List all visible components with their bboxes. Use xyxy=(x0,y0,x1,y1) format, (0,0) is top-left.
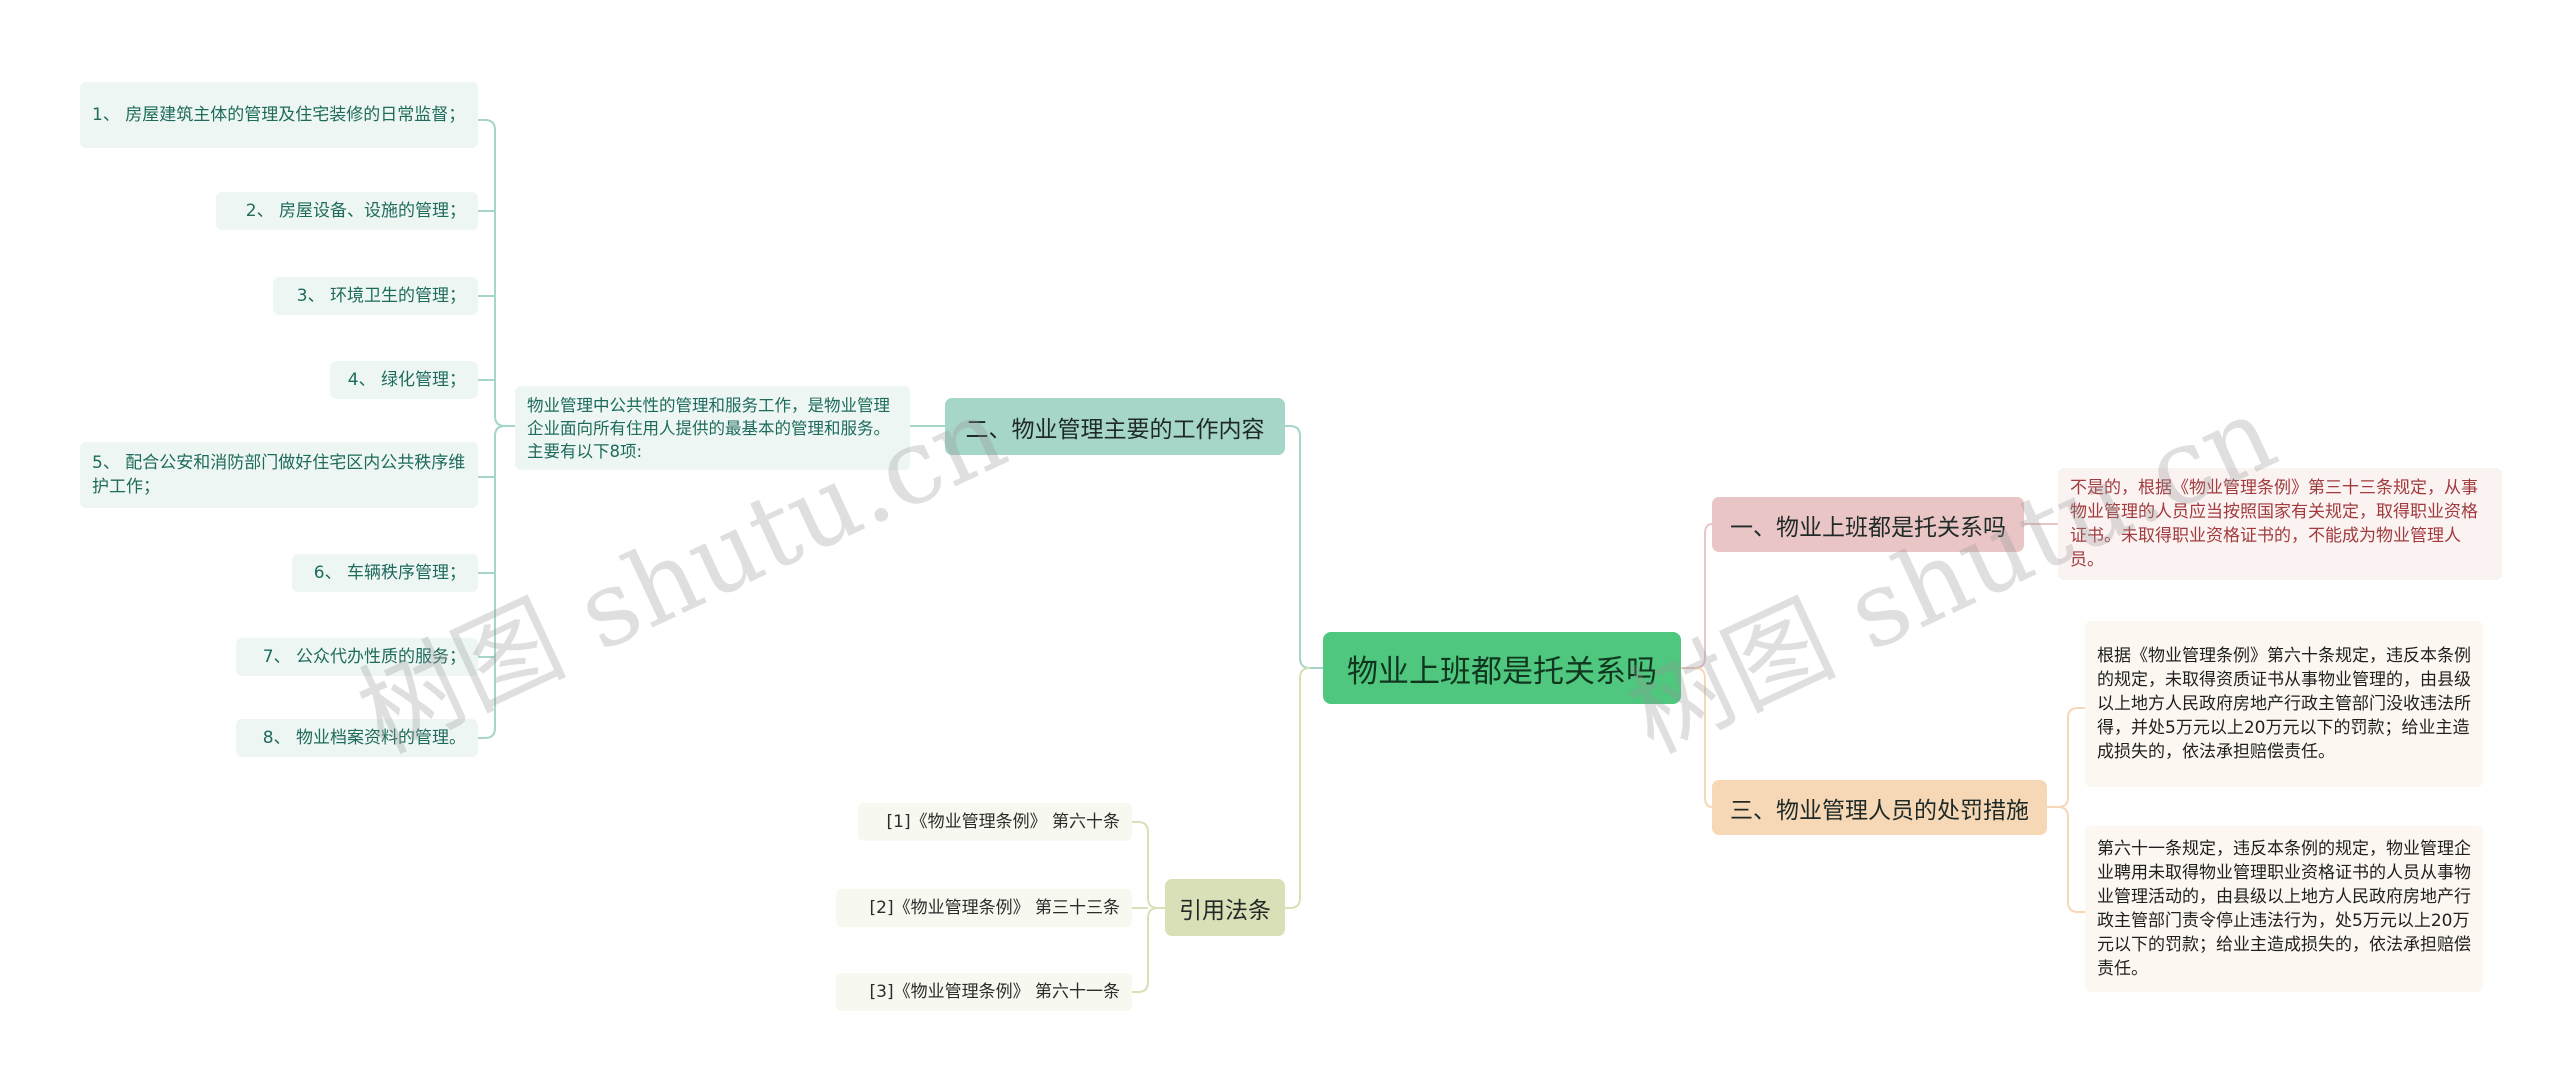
law-item-3[interactable]: [3]《物业管理条例》 第六十一条 xyxy=(836,973,1132,1011)
work-item-3-text: 3、 环境卫生的管理； xyxy=(296,286,466,306)
work-content-intro-text: 物业管理中公共性的管理和服务工作，是物业管理企业面向所有住用人提供的最基本的管理… xyxy=(527,395,890,461)
work-item-2[interactable]: 2、 房屋设备、设施的管理； xyxy=(216,192,478,230)
work-item-2-text: 2、 房屋设备、设施的管理； xyxy=(245,201,466,221)
law-item-2[interactable]: [2]《物业管理条例》 第三十三条 xyxy=(836,889,1132,927)
work-item-7[interactable]: 7、 公众代办性质的服务； xyxy=(236,638,478,676)
work-item-8-text: 8、 物业档案资料的管理。 xyxy=(262,728,466,748)
law-item-3-text: [3]《物业管理条例》 第六十一条 xyxy=(869,982,1120,1002)
branch-cited-law[interactable]: 引用法条 xyxy=(1165,879,1285,936)
work-item-4-text: 4、 绿化管理； xyxy=(347,370,466,390)
work-item-7-text: 7、 公众代办性质的服务； xyxy=(262,647,466,667)
penalty-item-2[interactable]: 第六十一条规定，违反本条例的规定，物业管理企业聘用未取得物业管理职业资格证书的人… xyxy=(2085,826,2483,992)
work-item-3[interactable]: 3、 环境卫生的管理； xyxy=(273,277,478,315)
work-item-8[interactable]: 8、 物业档案资料的管理。 xyxy=(236,719,478,757)
penalty-item-2-text: 第六十一条规定，违反本条例的规定，物业管理企业聘用未取得物业管理职业资格证书的人… xyxy=(2097,839,2471,979)
branch-work-content[interactable]: 二、物业管理主要的工作内容 xyxy=(945,398,1285,455)
root-topic-label: 物业上班都是托关系吗 xyxy=(1347,653,1657,690)
penalty-item-1[interactable]: 根据《物业管理条例》第六十条规定，违反本条例的规定，未取得资质证书从事物业管理的… xyxy=(2085,621,2483,787)
work-content-intro[interactable]: 物业管理中公共性的管理和服务工作，是物业管理企业面向所有住用人提供的最基本的管理… xyxy=(515,386,910,470)
relation-answer[interactable]: 不是的，根据《物业管理条例》第三十三条规定，从事物业管理的人员应当按照国家有关规… xyxy=(2058,468,2502,580)
branch-cited-law-label: 引用法条 xyxy=(1179,897,1271,924)
branch-relation-question-label: 一、物业上班都是托关系吗 xyxy=(1730,514,2006,541)
root-topic[interactable]: 物业上班都是托关系吗 xyxy=(1323,632,1681,704)
work-item-1-text: 1、 房屋建筑主体的管理及住宅装修的日常监督； xyxy=(92,105,466,125)
branch-penalty-measures-label: 三、物业管理人员的处罚措施 xyxy=(1730,797,2029,824)
work-item-5-text: 5、 配合公安和消防部门做好住宅区内公共秩序维护工作； xyxy=(92,453,466,497)
work-item-5[interactable]: 5、 配合公安和消防部门做好住宅区内公共秩序维护工作； xyxy=(80,442,478,508)
relation-answer-text: 不是的，根据《物业管理条例》第三十三条规定，从事物业管理的人员应当按照国家有关规… xyxy=(2070,478,2478,570)
law-item-1-text: [1]《物业管理条例》 第六十条 xyxy=(886,812,1120,832)
law-item-1[interactable]: [1]《物业管理条例》 第六十条 xyxy=(858,803,1132,841)
work-item-6[interactable]: 6、 车辆秩序管理； xyxy=(292,554,478,592)
branch-relation-question[interactable]: 一、物业上班都是托关系吗 xyxy=(1712,497,2024,552)
branch-work-content-label: 二、物业管理主要的工作内容 xyxy=(965,416,1265,443)
law-item-2-text: [2]《物业管理条例》 第三十三条 xyxy=(869,898,1120,918)
work-item-4[interactable]: 4、 绿化管理； xyxy=(330,361,478,399)
branch-penalty-measures[interactable]: 三、物业管理人员的处罚措施 xyxy=(1712,780,2047,835)
work-item-1[interactable]: 1、 房屋建筑主体的管理及住宅装修的日常监督； xyxy=(80,82,478,148)
penalty-item-1-text: 根据《物业管理条例》第六十条规定，违反本条例的规定，未取得资质证书从事物业管理的… xyxy=(2097,646,2471,762)
work-item-6-text: 6、 车辆秩序管理； xyxy=(313,563,466,583)
